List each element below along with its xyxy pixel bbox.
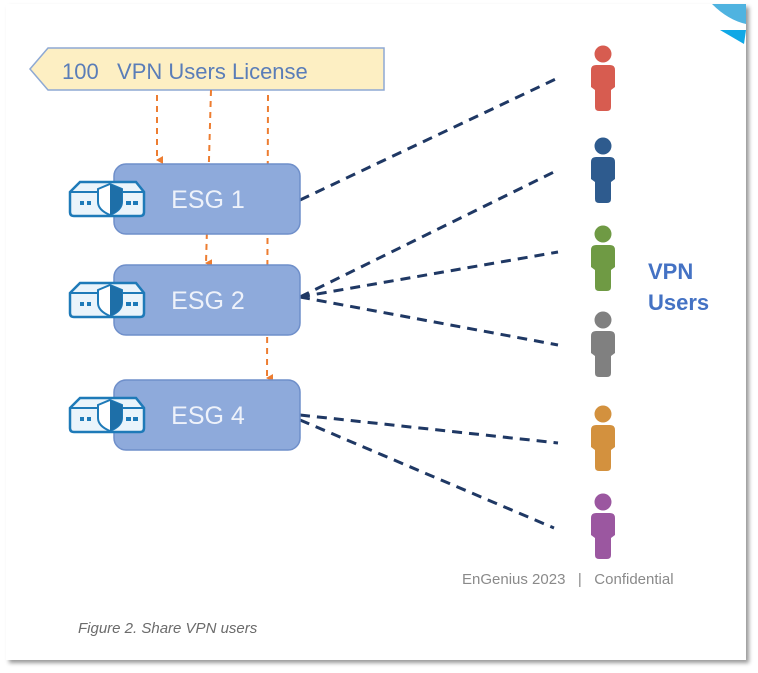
user-person-icon: [591, 405, 615, 471]
vpn-users-line1: VPN: [648, 259, 694, 284]
user-person-icon: [591, 493, 615, 559]
esg-gateway-1: ESG 1: [68, 163, 301, 235]
firewall-device-icon: [68, 281, 146, 319]
esg-gateway-2: ESG 2: [68, 264, 301, 336]
license-banner-text: 100 VPN Users License: [62, 59, 308, 84]
figure-caption: Figure 2. Share VPN users: [78, 620, 258, 637]
esg-label: ESG 2: [171, 287, 245, 315]
link-esg2-user4: [299, 295, 559, 347]
link-esg4-user6: [299, 418, 555, 530]
esg-gateway-3: ESG 4: [68, 379, 301, 451]
link-esg1-user1: [299, 75, 561, 202]
esg-label: ESG 4: [171, 402, 245, 430]
license-banner: 100 VPN Users License: [29, 47, 385, 91]
user-person-icon: [591, 137, 615, 203]
link-esg2-user3: [299, 250, 559, 299]
user-links: [299, 75, 561, 530]
link-esg2-user2: [299, 168, 559, 299]
user-person-icon: [591, 311, 615, 377]
vpn-users-line2: Users: [648, 290, 710, 315]
user-person-icon: [591, 45, 615, 111]
link-esg4-user5: [299, 413, 559, 445]
esg-label: ESG 1: [171, 186, 245, 214]
footer-text: EnGenius 2023 | Confidential: [462, 571, 674, 588]
firewall-device-icon: [68, 396, 146, 434]
firewall-device-icon: [68, 180, 146, 218]
user-person-icon: [591, 225, 615, 291]
vpn-users-label: VPN Users: [648, 256, 709, 318]
logo-mark: [712, 4, 746, 44]
